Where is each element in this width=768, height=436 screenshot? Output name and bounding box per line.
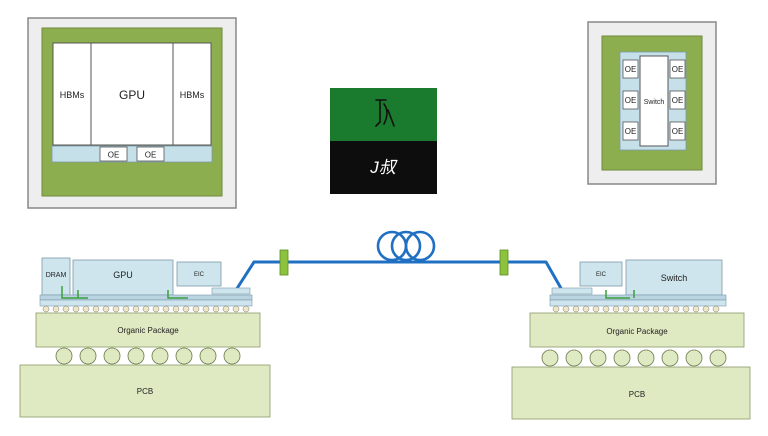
rdl-traces-left (61, 286, 188, 299)
pcb-right-label: PCB (629, 390, 645, 399)
switch-block (639, 55, 669, 147)
left-hbm-block (52, 42, 92, 146)
organic-package-right (529, 312, 745, 348)
dram-chip (41, 257, 71, 296)
logo-text: J叔 (369, 158, 398, 177)
oe-block-left (99, 146, 128, 162)
pcb-right (511, 366, 751, 420)
bottom-left-stack: DRAM GPU EIC Organic Package PCB (19, 257, 271, 418)
switch-chip-label: Switch (661, 273, 688, 283)
optical-fiber-link (234, 230, 564, 291)
logo-bottom-black (330, 141, 437, 194)
fiber-cable (234, 260, 564, 291)
solder-balls-right (541, 349, 727, 367)
top-left-module: HBMs GPU HBMs OE OE (27, 17, 237, 209)
switch-label: Switch (644, 99, 665, 106)
eic-chip-right (579, 261, 623, 287)
oe-right-2 (669, 90, 686, 110)
top-right-module: Switch OE OE OE OE OE OE (587, 21, 717, 185)
si-interposer-right (549, 294, 727, 301)
eic-label-right: EIC (596, 272, 607, 278)
pcb-left (19, 364, 271, 418)
organic-package-left (35, 312, 261, 348)
oe-right-1-label: OE (672, 65, 684, 74)
dram-label: DRAM (46, 272, 67, 279)
microbumps-left (42, 305, 250, 313)
fiber-connector-left (279, 249, 289, 276)
switch-chip (625, 259, 723, 296)
solder-balls-left (55, 347, 241, 365)
eic-label-left: EIC (194, 272, 205, 278)
rdl-traces-right (605, 290, 635, 299)
pcb-left-label: PCB (137, 387, 153, 396)
pic-chip-right (551, 287, 593, 295)
oe-right-1 (669, 59, 686, 79)
microbumps-right (552, 305, 720, 313)
oe-left-1 (622, 59, 639, 79)
logo-calligraphy-mark (375, 99, 395, 127)
gpu-chip-label: GPU (113, 270, 133, 280)
gpu-block (90, 42, 174, 146)
gpu-label: GPU (119, 88, 145, 102)
oe-left-1-label: OE (625, 65, 637, 74)
bottom-right-stack: EIC Switch Organic Package PCB (511, 259, 751, 420)
logo: J叔 (330, 88, 437, 194)
oe-left-3 (622, 121, 639, 141)
fiber-loop-3 (404, 230, 436, 262)
oe-label-left: OE (108, 151, 120, 160)
organic-package-right-label: Organic Package (606, 327, 668, 336)
fiber-loop-2 (390, 230, 422, 262)
interposer-layer-right (549, 299, 727, 307)
oe-right-3-label: OE (672, 127, 684, 136)
fiber-connector-right (499, 249, 509, 276)
eic-chip-left (176, 261, 222, 287)
right-hbm-block (172, 42, 212, 146)
oe-left-2-label: OE (625, 96, 637, 105)
oe-right-3 (669, 121, 686, 141)
oe-block-right (136, 146, 165, 162)
oe-left-3-label: OE (625, 127, 637, 136)
gpu-chip (72, 259, 174, 296)
oe-right-2-label: OE (672, 96, 684, 105)
logo-top-green (330, 88, 437, 141)
left-hbm-label: HBMs (60, 90, 85, 100)
organic-package-left-label: Organic Package (117, 326, 179, 335)
oe-label-right: OE (145, 151, 157, 160)
pic-chip-left (211, 287, 251, 295)
oe-left-2 (622, 90, 639, 110)
interposer-layer-left (39, 299, 253, 307)
right-hbm-label: HBMs (180, 90, 205, 100)
top-left-interposer (51, 145, 213, 163)
